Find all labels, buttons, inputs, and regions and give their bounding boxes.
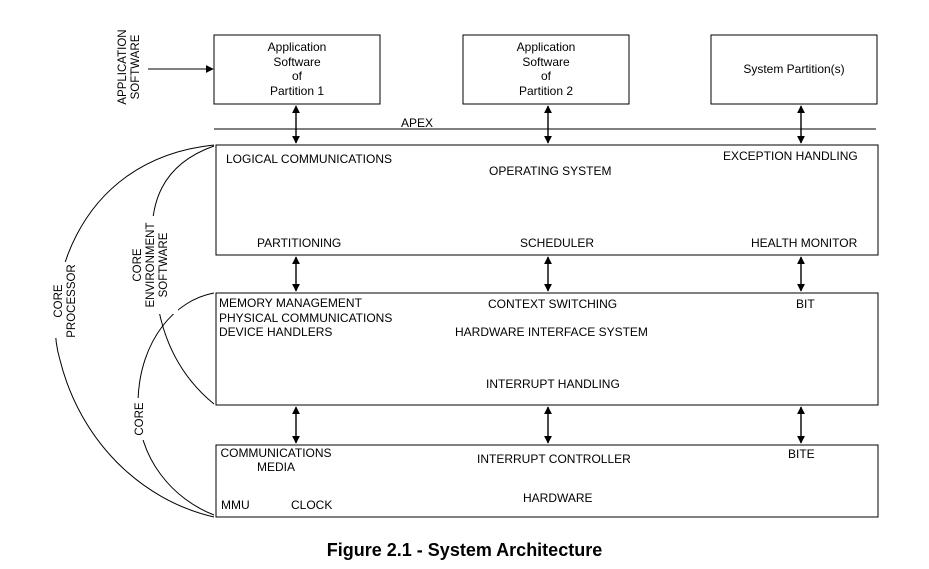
- hardware-label: HARDWARE: [523, 491, 593, 505]
- app-box-2-text: Application Software of Partition 2: [516, 40, 576, 98]
- health-monitor-label: HEALTH MONITOR: [751, 236, 858, 250]
- core-processor-side-label: CORE PROCESSOR: [53, 264, 78, 338]
- memory-management-label: MEMORY MANAGEMENT: [219, 296, 362, 310]
- physical-communications-label: PHYSICAL COMMUNICATIONS: [219, 311, 393, 325]
- bit-label: BIT: [796, 297, 815, 311]
- app-box-system-partitions: [710, 34, 878, 105]
- app-box-1-text: Application Software of Partition 1: [267, 40, 327, 98]
- mmu-label: MMU: [221, 498, 250, 512]
- logical-communications-label: LOGICAL COMMUNICATIONS: [226, 152, 393, 166]
- communications-media-label: COMMUNICATIONS MEDIA: [220, 446, 332, 474]
- interrupt-controller-label: INTERRUPT CONTROLLER: [477, 452, 631, 466]
- exception-handling-label: EXCEPTION HANDLING: [723, 149, 858, 163]
- interrupt-handling-label: INTERRUPT HANDLING: [486, 377, 620, 391]
- core-environment-software-side-label: CORE ENVIRONMENT SOFTWARE: [132, 222, 170, 308]
- apex-label: APEX: [401, 116, 434, 130]
- core-side-label: CORE: [134, 402, 146, 436]
- interface-arrows: [292, 105, 805, 444]
- clock-label: CLOCK: [291, 498, 333, 512]
- operating-system-label: OPERATING SYSTEM: [489, 164, 612, 178]
- os-layer-box: [215, 144, 879, 256]
- system-partitions-text: System Partition(s): [743, 62, 845, 76]
- hardware-interface-system-label: HARDWARE INTERFACE SYSTEM: [455, 325, 648, 339]
- application-software-side-label: APPLICATION SOFTWARE: [117, 29, 142, 105]
- app-box-partition-2: [462, 34, 630, 105]
- bite-label: BITE: [788, 447, 815, 461]
- app-box-partition-1: [213, 34, 381, 105]
- scheduler-label: SCHEDULER: [520, 236, 595, 250]
- device-handlers-label: DEVICE HANDLERS: [219, 325, 333, 339]
- hardware-layer-box: [215, 444, 879, 518]
- figure-caption: Figure 2.1 - System Architecture: [326, 540, 603, 560]
- context-switching-label: CONTEXT SWITCHING: [488, 297, 618, 311]
- hw-interface-layer-box: [215, 292, 879, 406]
- core-processor-bracket: [54, 144, 215, 518]
- partitioning-label: PARTITIONING: [257, 236, 342, 250]
